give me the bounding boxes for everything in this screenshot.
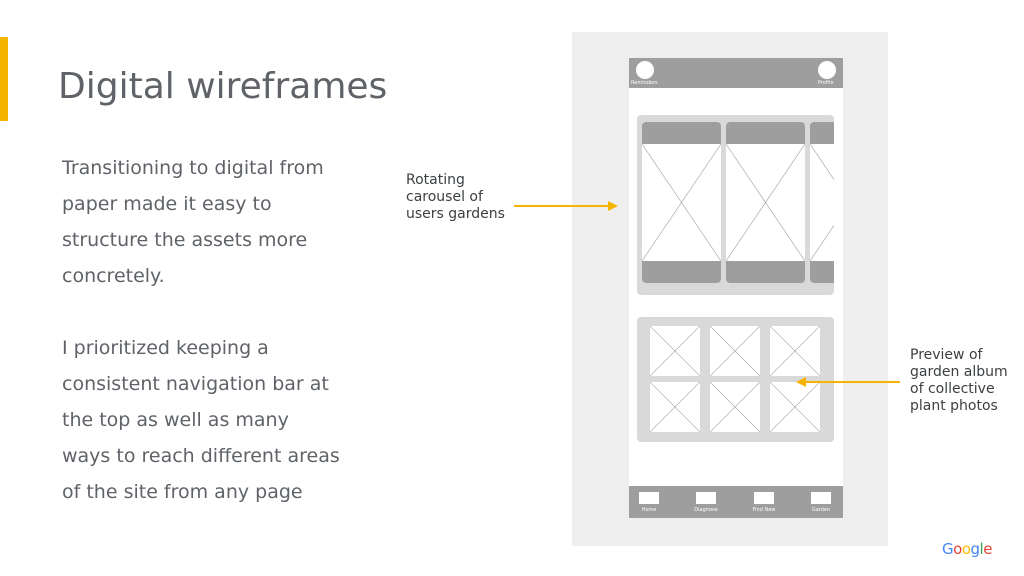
logo-letter: g	[970, 540, 981, 558]
image-placeholder-icon	[770, 382, 820, 432]
carousel-card[interactable]	[726, 122, 805, 283]
album-photo[interactable]	[650, 382, 700, 432]
accent-bar	[0, 37, 8, 121]
nav-item-label: Garden	[811, 507, 831, 513]
reminders-label: Reminders	[631, 80, 658, 86]
nav-item-home[interactable]: Home	[629, 486, 669, 518]
diagnose-icon	[696, 492, 716, 504]
body-text: Transitioning to digital from paper made…	[62, 150, 342, 510]
nav-item-garden[interactable]: Garden	[801, 486, 841, 518]
nav-item-diagnose[interactable]: Diagnose	[686, 486, 726, 518]
arrow-left-icon	[796, 377, 900, 387]
card-header	[726, 122, 805, 144]
paragraph-1: Transitioning to digital from paper made…	[62, 157, 324, 287]
card-footer	[726, 261, 805, 283]
paragraph-2: I prioritized keeping a consistent navig…	[62, 337, 340, 503]
image-placeholder-icon	[642, 144, 721, 261]
profile-label: Profile	[818, 80, 834, 86]
phone-wireframe: Reminders Profile	[629, 58, 843, 518]
logo-letter: G	[942, 540, 954, 558]
nav-item-label: Find New	[752, 507, 776, 513]
image-placeholder-icon	[650, 326, 700, 376]
card-footer	[810, 261, 834, 283]
reminders-icon[interactable]	[636, 61, 654, 79]
logo-letter: o	[961, 540, 971, 558]
carousel-card[interactable]	[642, 122, 721, 283]
album-photo[interactable]	[770, 326, 820, 376]
arrow-right-icon	[514, 201, 618, 211]
home-icon	[639, 492, 659, 504]
annotation-carousel: Rotating carousel of users gardens	[406, 172, 505, 222]
image-placeholder-icon	[710, 326, 760, 376]
image-placeholder-icon	[810, 144, 834, 261]
slide-title: Digital wireframes	[58, 66, 388, 107]
card-header	[810, 122, 834, 144]
album-photo[interactable]	[650, 326, 700, 376]
top-navigation-bar: Reminders Profile	[629, 58, 843, 88]
nav-item-label: Diagnose	[694, 507, 718, 513]
garden-icon	[811, 492, 831, 504]
garden-carousel[interactable]	[637, 115, 834, 295]
album-photo[interactable]	[710, 382, 760, 432]
logo-letter: l	[979, 540, 984, 558]
carousel-card-partial[interactable]	[810, 122, 834, 283]
logo-letter: e	[983, 540, 992, 558]
album-photo[interactable]	[710, 326, 760, 376]
profile-icon[interactable]	[818, 61, 836, 79]
nav-item-label: Home	[641, 507, 657, 513]
image-placeholder-icon	[710, 382, 760, 432]
image-placeholder-icon	[650, 382, 700, 432]
album-photo[interactable]	[770, 382, 820, 432]
google-logo: Google	[942, 540, 992, 558]
nav-item-find-new[interactable]: Find New	[744, 486, 784, 518]
image-placeholder-icon	[770, 326, 820, 376]
image-placeholder-icon	[726, 144, 805, 261]
annotation-album: Preview of garden album of collective pl…	[910, 347, 1008, 414]
bottom-navigation-bar: Home Diagnose Find New Garden	[629, 486, 843, 518]
card-header	[642, 122, 721, 144]
find-new-icon	[754, 492, 774, 504]
logo-letter: o	[953, 540, 962, 558]
card-footer	[642, 261, 721, 283]
